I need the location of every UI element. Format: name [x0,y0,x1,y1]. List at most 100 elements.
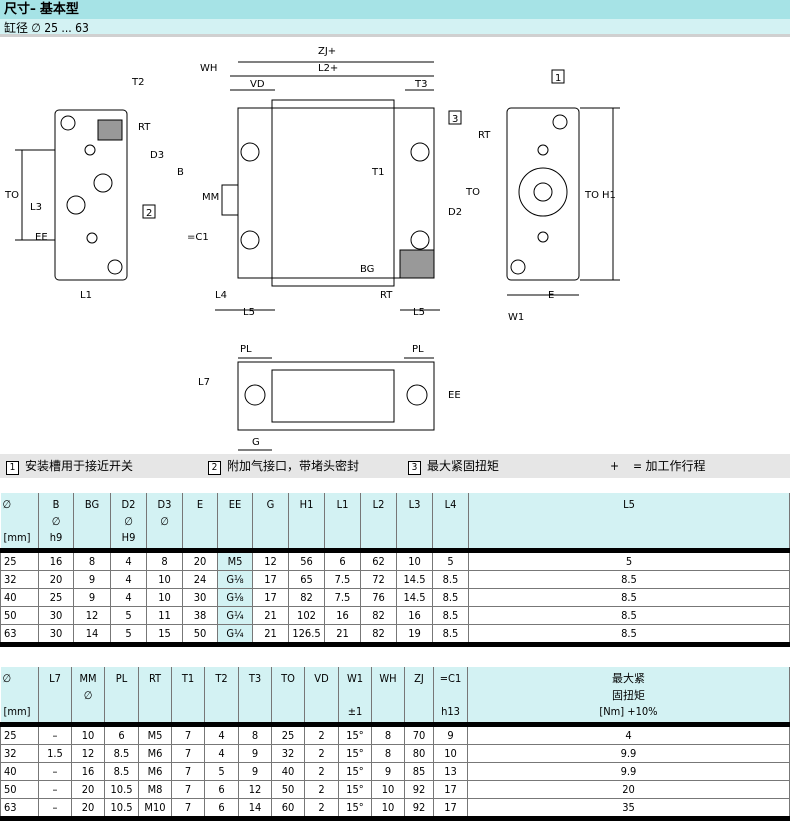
dim-t1: T1 [371,167,384,178]
table-cell: 10 [396,550,433,571]
column-header: L4 [432,493,469,551]
dim-vd: VD [250,79,265,90]
column-header: L3 [396,493,433,551]
dim-l2: L2+ [318,63,338,74]
table-cell: 60 [271,798,305,819]
table-cell: 8 [73,550,111,571]
table-cell: 5 [432,550,469,571]
dim-l5: L5 [243,307,255,318]
table-cell: 30 [38,606,74,625]
table-cell: 20 [182,550,218,571]
column-header: WH [371,667,405,725]
table-cell: 7 [171,724,205,745]
dim-l3: L3 [30,202,42,213]
table-cell: 6 [204,798,239,819]
table-cell: 25 [0,724,39,745]
header-label: EE [228,498,242,511]
header-label: L2 [372,498,385,511]
dim-ee: EE [35,232,48,243]
table-cell: M8 [138,780,172,799]
table-cell: G⅛ [217,588,253,607]
table-cell: 10 [71,724,105,745]
header-label: TO [281,672,295,685]
column-header: E [182,493,218,551]
table-cell: M10 [138,798,172,819]
column-header: ZJ [404,667,434,725]
dim-ee-bottom: EE [448,390,461,401]
header-unit: [mm] [3,705,31,718]
header-label: L7 [49,672,61,685]
table-cell: 2 [304,762,339,781]
header-label: T2 [215,672,228,685]
table-cell: 14 [238,798,272,819]
header-unit: h13 [441,705,460,718]
table-cell: 50 [0,780,39,799]
table-cell: 4 [110,588,147,607]
column-header: D3 ∅ [146,493,183,551]
header-label: G [266,498,275,511]
table-cell: 17 [252,588,289,607]
table-cell: 8.5 [432,588,469,607]
table-cell: 15° [338,798,372,819]
table-cell: 1.5 [38,744,72,763]
column-header: H1 [288,493,325,551]
column-header: D2 ∅H9 [110,493,147,551]
table-cell: 14.5 [396,588,433,607]
column-header: G [252,493,289,551]
table-cell: 32 [0,744,39,763]
table-cell: 7 [171,744,205,763]
table-cell: 10 [146,588,183,607]
column-header: BG [73,493,111,551]
column-header: TO [271,667,305,725]
table-cell: 8.5 [432,606,469,625]
table-cell: 16 [38,550,74,571]
table-cell: 4 [204,724,239,745]
table-cell: 32 [271,744,305,763]
header-label: 最大紧 固扭矩 [612,672,645,702]
header-label: L4 [444,498,457,511]
front-view [215,61,440,311]
dim-d2: D2 [448,207,462,218]
dim-rt: RT [138,122,151,133]
table-cell: 40 [0,762,39,781]
svg-text:1: 1 [555,73,561,84]
table-cell: 63 [0,798,39,819]
table-cell: 15° [338,780,372,799]
table-cell: 76 [360,588,397,607]
dim-b: B [177,167,184,178]
page-title: 尺寸– 基本型 [0,0,790,19]
table-cell: 15 [146,624,183,645]
table-cell: 8.5 [104,762,139,781]
bore-range: 缸径 ∅ 25 ... 63 [0,19,790,37]
table-cell: 8.5 [468,624,790,645]
header-label: W1 [346,672,364,685]
table-cell: 50 [0,606,39,625]
column-header: T2 [204,667,239,725]
table-cell: 7 [171,798,205,819]
dim-bg: BG [360,264,374,275]
dim-zj: ZJ+ [318,46,336,57]
table-cell: 8.5 [432,570,469,589]
table-cell: 13 [433,762,468,781]
table-cell: 6 [324,550,361,571]
table-cell: 15° [338,762,372,781]
table-cell: 7 [171,762,205,781]
technical-drawing: ZJ+ L2+ WH VD T3 T2 RT D3 TO L3 EE L1 B … [4,46,620,451]
table-cell: 82 [360,624,397,645]
table-cell: 5 [110,624,147,645]
table-cell: 5 [110,606,147,625]
table-cell: 72 [360,570,397,589]
table-cell: 8.5 [432,624,469,645]
dim-l4: L4 [215,290,227,301]
table-cell: 62 [360,550,397,571]
header-label: L3 [408,498,421,511]
table-cell: G⅛ [217,570,253,589]
dim-d3: D3 [150,150,164,161]
table-cell: 8 [146,550,183,571]
